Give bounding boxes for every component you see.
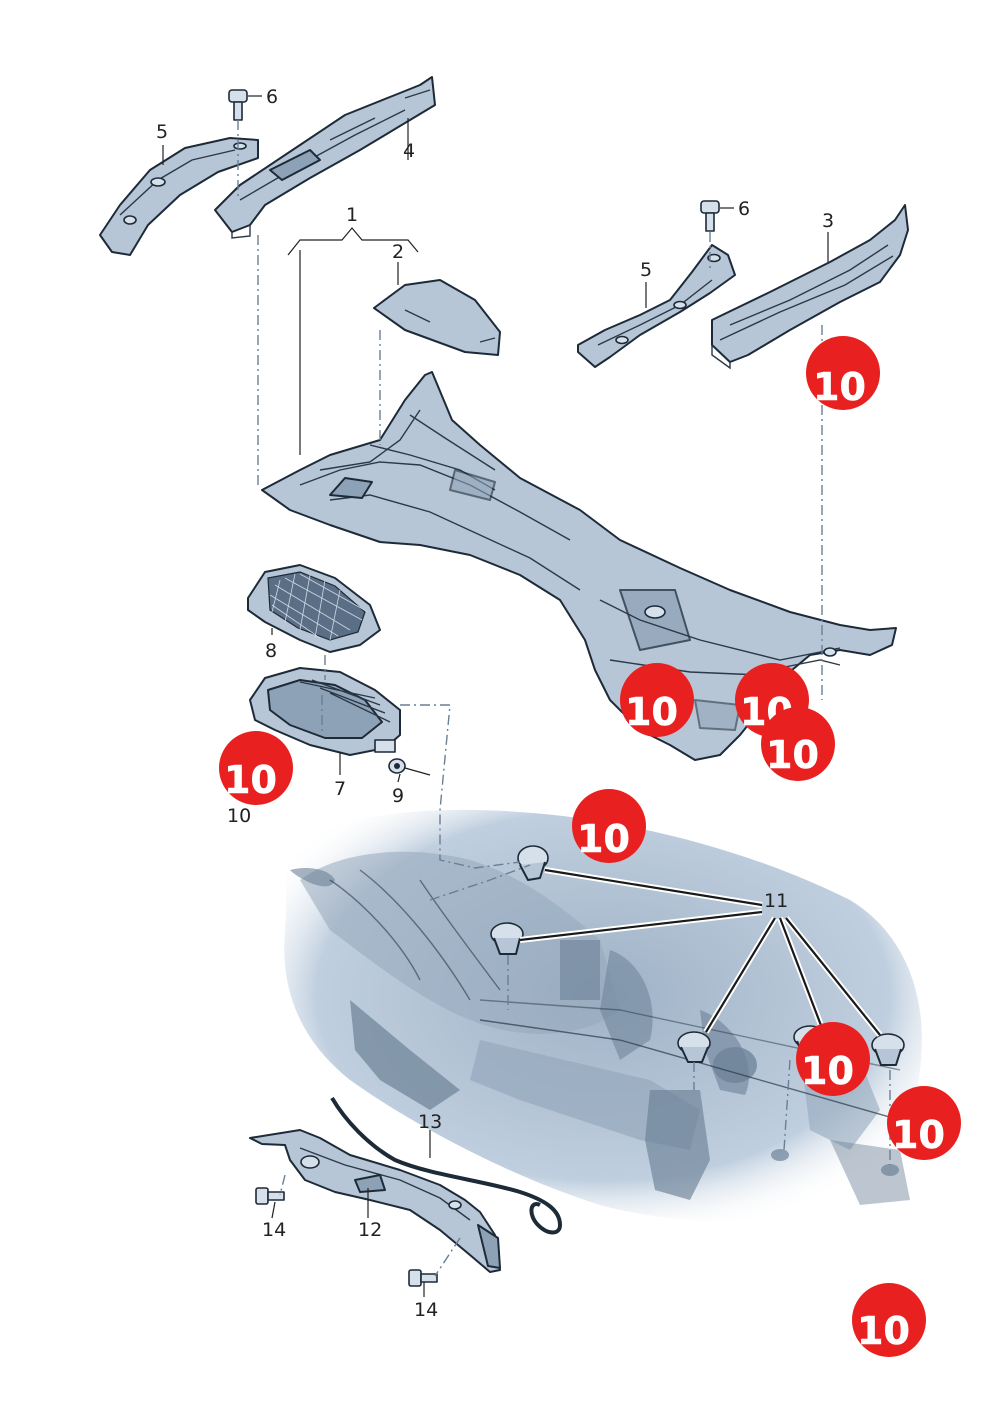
part-3-cover	[711, 204, 909, 370]
callout-14-upper: 14	[262, 1219, 286, 1241]
badge-10-1-text: 10	[813, 365, 866, 409]
badge-10-9: 10	[852, 1283, 926, 1357]
part-1-plenum-panel	[261, 371, 897, 761]
callout-9: 9	[392, 785, 404, 807]
callout-10: 10	[227, 805, 251, 827]
badge-10-4: 10	[761, 707, 835, 781]
part-11-connectors	[519, 867, 883, 1037]
callout-2: 2	[392, 241, 404, 263]
callout-11: 11	[764, 890, 788, 912]
callout-14-lower: 14	[414, 1299, 438, 1321]
badge-10-1: 10	[806, 336, 880, 410]
callout-numbers: 1 2 3 4 5 5 6 6 7 8 9 10 11 12 13 14 14	[156, 86, 834, 1321]
badge-10-5: 10	[219, 731, 293, 805]
part-9-nut	[388, 758, 406, 774]
badge-10-8: 10	[887, 1086, 961, 1160]
callout-6-right: 6	[738, 198, 750, 220]
grommet-2	[490, 922, 524, 955]
part-5-left-trim	[99, 137, 259, 256]
callout-4: 4	[403, 140, 415, 162]
screw-6-right	[700, 200, 720, 232]
callout-3: 3	[822, 210, 834, 232]
badge-10-7: 10	[796, 1022, 870, 1096]
badge-10-2-text: 10	[625, 690, 678, 734]
badge-10-5-text: 10	[224, 758, 277, 802]
part-8-filter	[247, 564, 381, 653]
callout-1: 1	[346, 204, 358, 226]
badge-10-4-text: 10	[766, 733, 819, 777]
part-2-lid	[373, 279, 501, 356]
callout-5-left: 5	[156, 121, 168, 143]
badge-10-8-text: 10	[892, 1113, 945, 1157]
grommet-3	[677, 1031, 711, 1063]
callout-13: 13	[418, 1111, 442, 1133]
screw-14-lower	[408, 1269, 438, 1287]
badge-10-7-text: 10	[801, 1049, 854, 1093]
badge-10-2: 10	[620, 663, 694, 737]
part-13-seal	[330, 1096, 563, 1235]
badge-10-6: 10	[572, 789, 646, 863]
part-5-right-trim	[577, 244, 736, 368]
callout-5-right: 5	[640, 259, 652, 281]
part-7-housing	[249, 667, 401, 756]
grommet-5	[871, 1033, 905, 1066]
callout-6-left: 6	[266, 86, 278, 108]
part-4-cover	[214, 76, 436, 239]
badge-10-9-text: 10	[857, 1309, 910, 1353]
vehicle-body-panel	[284, 809, 922, 1223]
callout-8: 8	[265, 640, 277, 662]
screw-14-upper	[255, 1187, 285, 1205]
badges: 10 10 10 10 10 10 10 10	[219, 336, 961, 1357]
callout-7: 7	[334, 778, 346, 800]
screw-6-left	[228, 89, 248, 121]
badge-10-6-text: 10	[577, 817, 630, 861]
part-12-side-trim	[249, 1129, 501, 1273]
callout-12: 12	[358, 1219, 382, 1241]
